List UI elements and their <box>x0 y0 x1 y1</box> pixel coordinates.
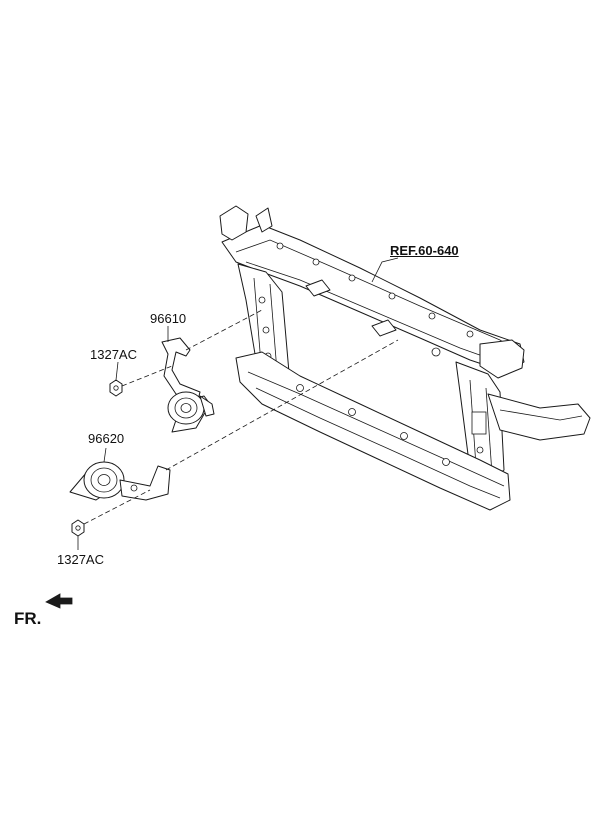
nut-lower <box>71 519 85 537</box>
leader-nut-upper <box>115 361 119 381</box>
front-arrow-icon <box>45 593 73 609</box>
front-end-carrier <box>219 205 591 511</box>
part-label-nut-lower: 1327AC <box>57 552 104 567</box>
horn-96620 <box>69 461 171 501</box>
leader-96620 <box>103 447 107 463</box>
horn-high-bracket <box>161 337 201 401</box>
assembly-line-upper <box>185 309 263 351</box>
ref-label: REF.60-640 <box>390 243 459 258</box>
upper-left-bracket <box>219 205 249 241</box>
assembly-line-lower <box>165 339 399 471</box>
horn-96610 <box>161 337 215 433</box>
lower-cross-member <box>235 351 511 511</box>
assembly-line-nut-lower <box>83 489 151 525</box>
right-side-arm <box>487 393 591 441</box>
part-label-nut-upper: 1327AC <box>90 347 137 362</box>
horn-low-bracket <box>119 465 171 501</box>
front-direction-label: FR. <box>14 609 42 628</box>
leader-ref <box>371 257 399 283</box>
upper-right-bracket <box>479 339 525 379</box>
nut-upper <box>109 379 123 397</box>
part-label-96610: 96610 <box>150 311 187 326</box>
part-label-96620: 96620 <box>88 431 125 446</box>
